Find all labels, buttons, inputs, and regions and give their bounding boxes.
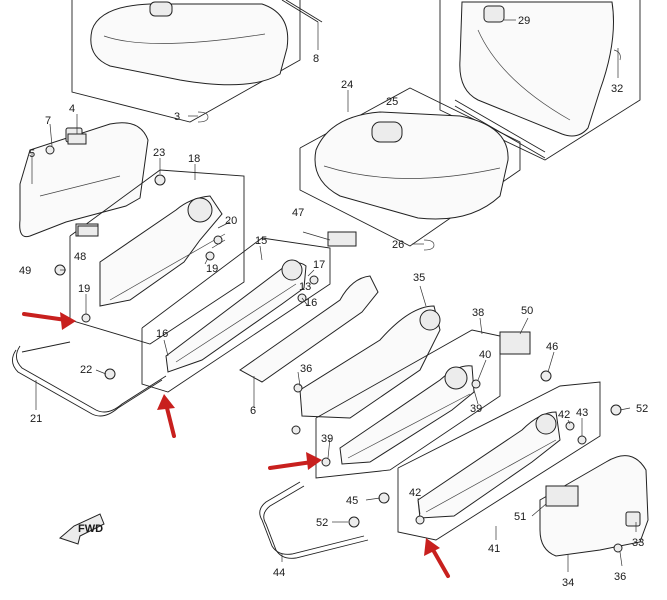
- callout-38: 38: [472, 307, 484, 319]
- callout-40: 40: [479, 349, 491, 361]
- callout-42b: 42: [409, 487, 421, 499]
- link-rod-44: [259, 481, 369, 559]
- callout-48: 48: [74, 251, 86, 263]
- fwd-direction-marker: FWD: [59, 513, 105, 545]
- fwd-label: FWD: [78, 523, 103, 535]
- leader-lines: [31, 114, 637, 572]
- callout-23: 23: [153, 147, 165, 159]
- callout-44: 44: [273, 567, 285, 579]
- callout-52a: 52: [316, 517, 328, 529]
- highlight-arrows: [22, 312, 450, 578]
- callout-35: 35: [413, 272, 425, 284]
- callout-20: 20: [225, 215, 237, 227]
- callout-3: 3: [174, 111, 180, 123]
- callout-19b: 19: [206, 263, 218, 275]
- seat-adjuster-frame-right: [315, 329, 501, 479]
- callout-16b: 16: [305, 297, 317, 309]
- callout-34: 34: [562, 577, 574, 589]
- seat-cushion-left: [71, 0, 301, 123]
- callout-22: 22: [80, 364, 92, 376]
- callout-13: 13: [299, 281, 311, 293]
- seat-side-cover-right: [539, 455, 649, 557]
- callout-39a: 39: [321, 433, 333, 445]
- seat-back-right: [439, 0, 641, 161]
- callout-52b: 52: [636, 403, 648, 415]
- callout-16a: 16: [156, 328, 168, 340]
- callout-21: 21: [30, 413, 42, 425]
- callout-8: 8: [313, 53, 319, 65]
- rail-cover-6: [239, 275, 379, 383]
- callout-43: 43: [576, 407, 588, 419]
- callout-18: 18: [188, 153, 200, 165]
- callout-5: 5: [29, 148, 35, 160]
- seat-cushion-middle: [299, 87, 521, 247]
- callout-4: 4: [69, 103, 75, 115]
- callout-26: 26: [392, 239, 404, 251]
- callout-39b: 39: [470, 403, 482, 415]
- link-rod-21: [12, 341, 167, 417]
- callout-labels: 3 4 5 6 7 8 13 15 16 16 17 18 19 19 20 2…: [19, 15, 648, 589]
- callout-41: 41: [488, 543, 500, 555]
- callout-24: 24: [341, 79, 353, 91]
- callout-42a: 42: [558, 409, 570, 421]
- seat-rail-frame-center: [141, 237, 331, 393]
- rod-8: [281, 0, 323, 50]
- callout-29: 29: [518, 15, 530, 27]
- seat-back-frame-35: [299, 305, 441, 419]
- callout-7: 7: [45, 115, 51, 127]
- callout-17: 17: [313, 259, 325, 271]
- callout-49: 49: [19, 265, 31, 277]
- callout-45: 45: [346, 495, 358, 507]
- seat-rail-frame-right: [397, 381, 601, 541]
- callout-25: 25: [386, 96, 398, 108]
- callout-33: 33: [632, 537, 644, 549]
- callout-50: 50: [521, 305, 533, 317]
- callout-19a: 19: [78, 283, 90, 295]
- callout-15: 15: [255, 235, 267, 247]
- callout-6: 6: [250, 405, 256, 417]
- callout-46: 46: [546, 341, 558, 353]
- callout-36b: 36: [614, 571, 626, 583]
- callout-36a: 36: [300, 363, 312, 375]
- small-parts: [54, 133, 623, 553]
- callout-47: 47: [292, 207, 304, 219]
- callout-51: 51: [514, 511, 526, 523]
- callout-32: 32: [611, 83, 623, 95]
